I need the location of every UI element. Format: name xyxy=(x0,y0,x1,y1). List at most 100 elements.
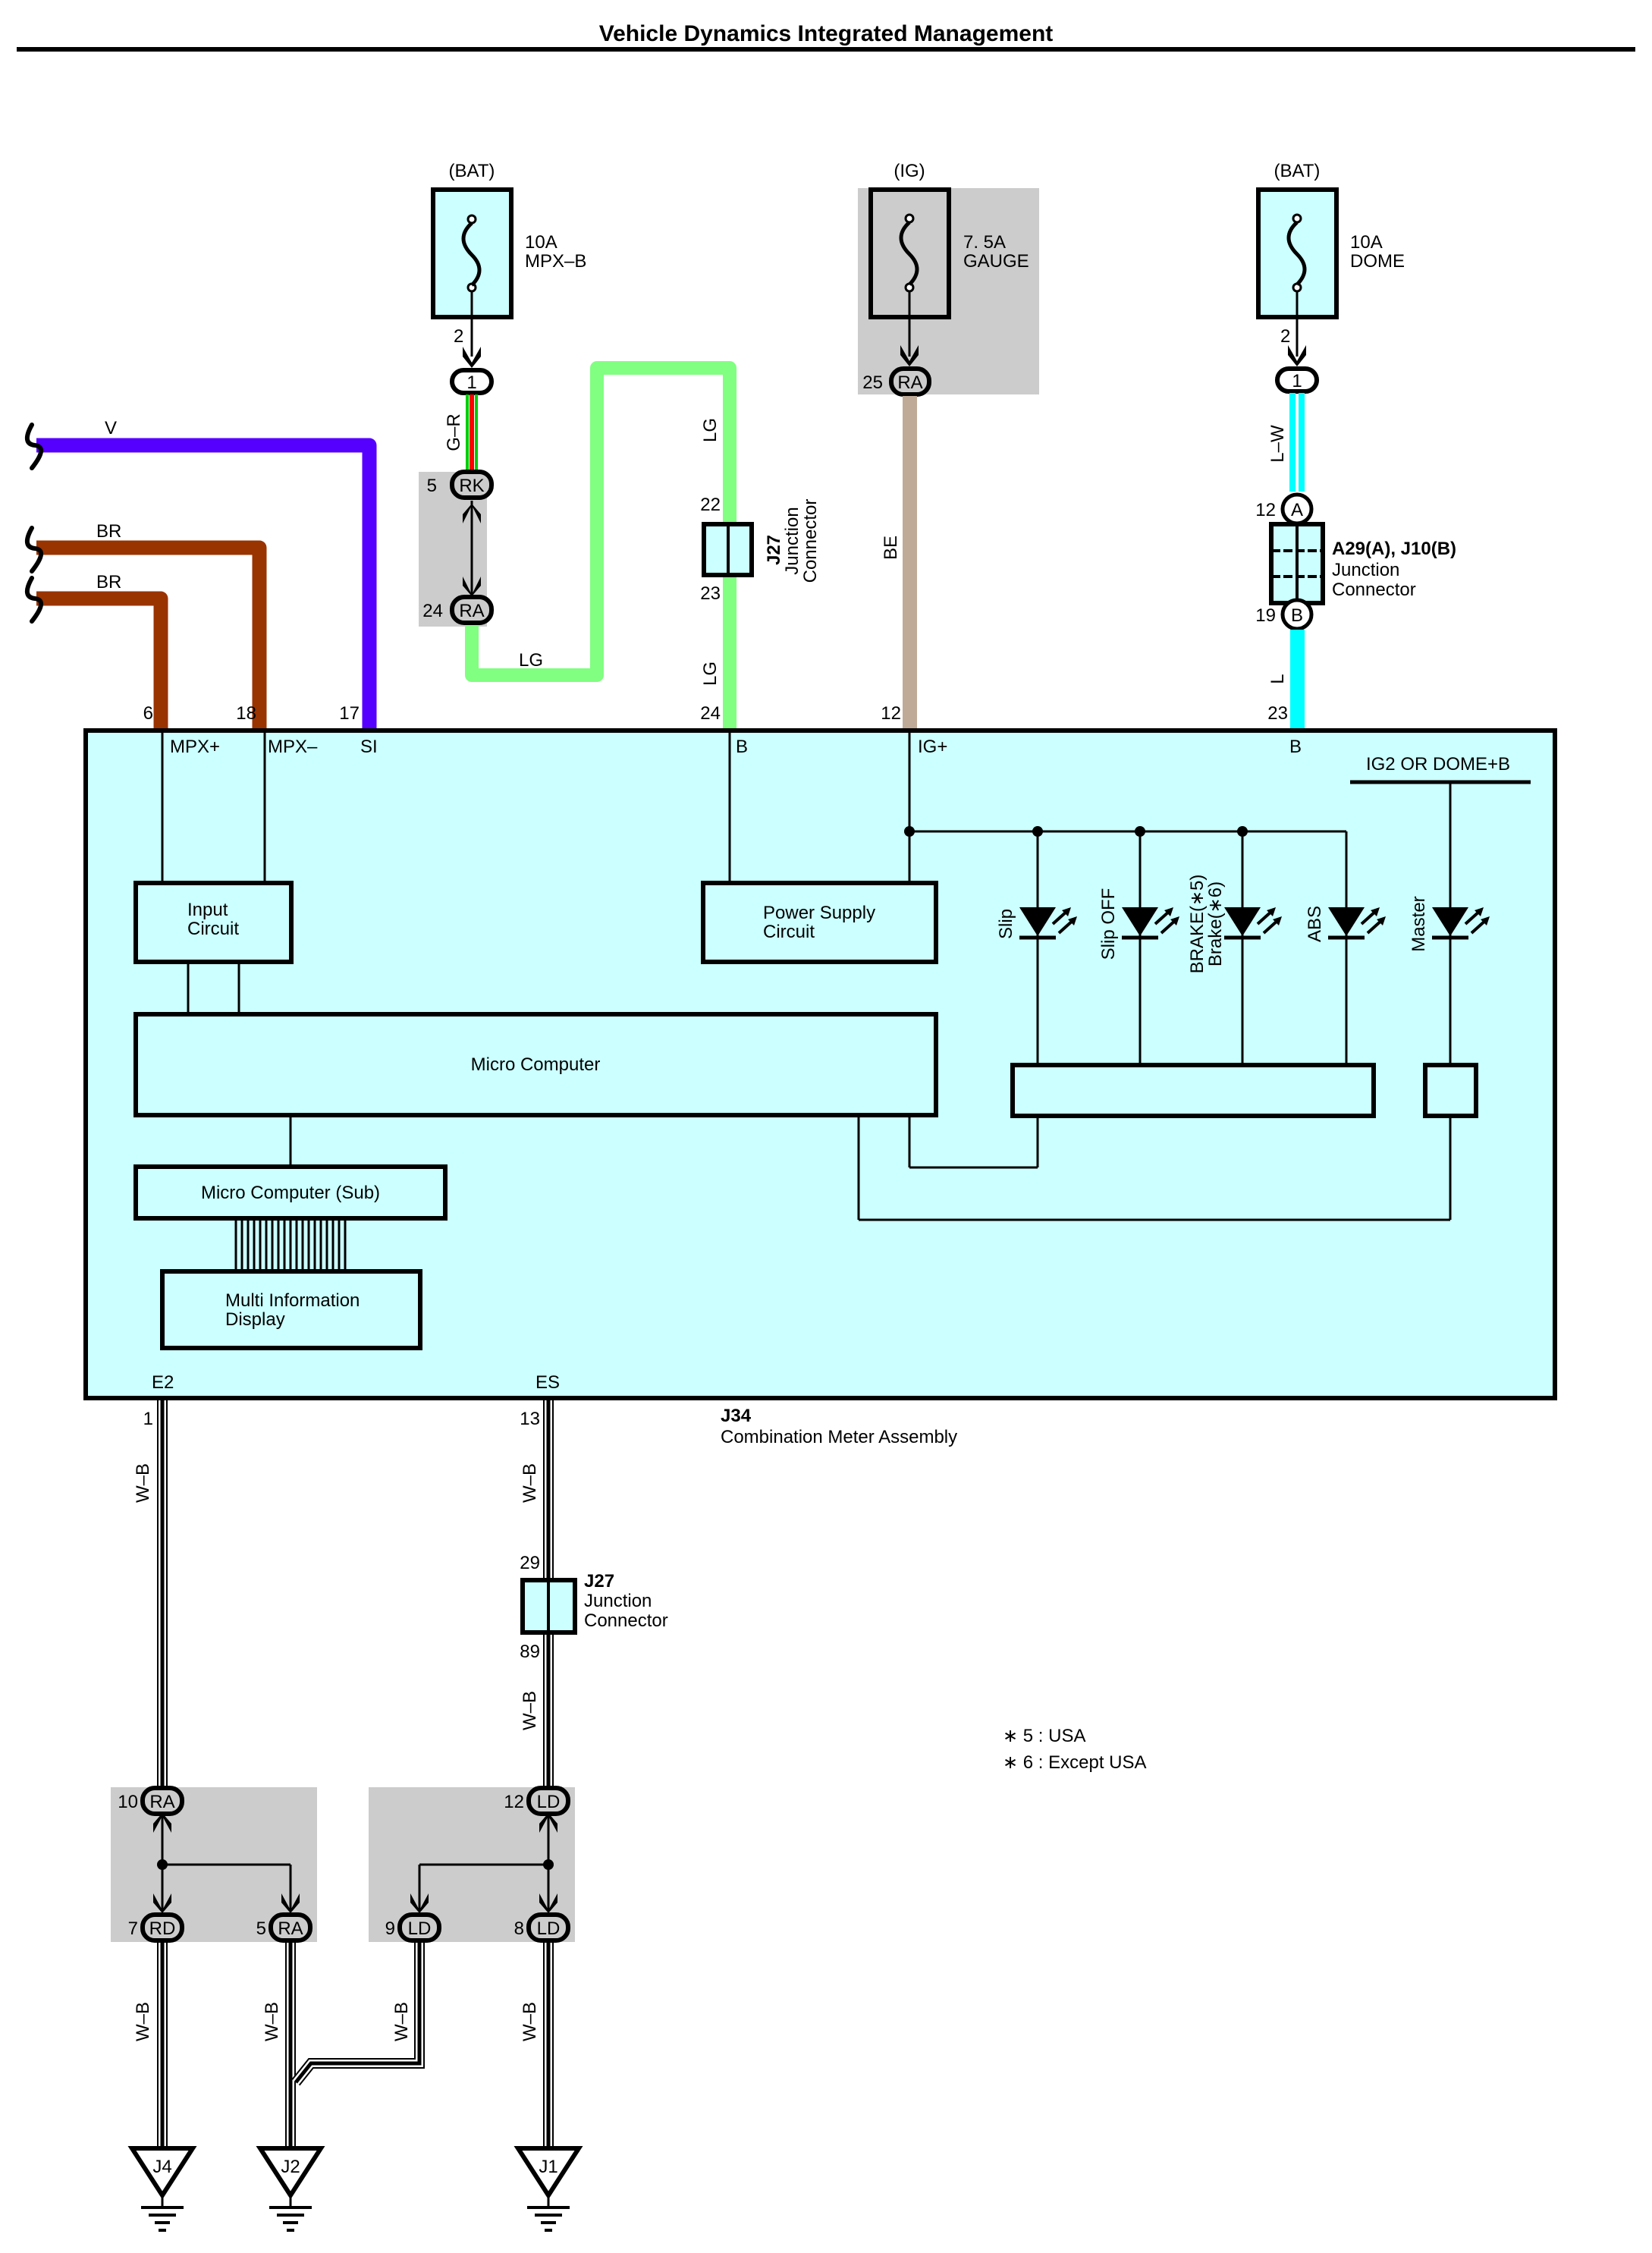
ground-j2: J2 xyxy=(256,2146,325,2232)
data-bus-lines xyxy=(234,1220,347,1271)
input-circuit-block xyxy=(133,881,294,964)
wire-be xyxy=(903,396,917,731)
connector-ra-25-label: RA xyxy=(897,372,922,393)
a29-j10-id: A29(A), J10(B) xyxy=(1332,539,1456,559)
meter-pin-24: 24 xyxy=(700,703,721,724)
meter-pin-1: 1 xyxy=(143,1409,153,1429)
connector-rd-7: RD 7 xyxy=(128,1912,184,1943)
wire-wb-label-4: W–B xyxy=(133,2002,153,2041)
j27-top-pin-out: 23 xyxy=(700,583,721,604)
power-supply-label-1: Power Supply xyxy=(763,903,875,923)
wire-l xyxy=(1290,630,1305,731)
power-supply-block xyxy=(701,881,938,964)
svg-text:RD: RD xyxy=(149,1918,176,1939)
light-emission-icon xyxy=(1256,907,1282,935)
svg-text:LD: LD xyxy=(537,1792,561,1812)
meter-pin-6: 6 xyxy=(143,703,153,724)
j27-junction-top xyxy=(702,522,754,577)
wire-br-label-1: BR xyxy=(96,521,121,542)
light-emission-icon xyxy=(1051,907,1077,935)
input-circuit-label-1: Input xyxy=(187,900,228,920)
fuse-gauge-rating: 7. 5A xyxy=(963,232,1006,253)
meter-pin-13: 13 xyxy=(520,1409,540,1429)
svg-text:LD: LD xyxy=(537,1918,561,1939)
svg-text:10: 10 xyxy=(118,1792,138,1812)
junction-dot xyxy=(157,1859,168,1870)
wire-lg xyxy=(465,361,736,731)
fuse-mpxb-name: MPX–B xyxy=(525,251,586,272)
fuse-gauge-source: (IG) xyxy=(894,161,925,181)
fuse-dome-pin: 2 xyxy=(1280,326,1290,347)
note-6: ∗ 6 : Except USA xyxy=(1003,1752,1147,1773)
fuse-mpxb-rating: 10A xyxy=(525,232,557,253)
connector-rk-pin: 5 xyxy=(427,476,437,496)
j27-top-pin-in: 22 xyxy=(700,495,721,515)
ground-symbol-icon xyxy=(269,2195,312,2232)
a29-j10-name1: Junction xyxy=(1332,560,1399,580)
j27-top-name1: Junction xyxy=(782,507,802,574)
arrow-down-icon xyxy=(539,1893,557,1913)
a29-j10-junction xyxy=(1269,522,1325,605)
wire-br-18 xyxy=(25,526,267,731)
meter-label-ig-plus: IG+ xyxy=(918,737,947,757)
a29-j10-name2: Connector xyxy=(1332,580,1416,600)
wire-l-w xyxy=(1289,393,1305,492)
wire-lg-label-upper: LG xyxy=(700,418,721,442)
fuse-mpxb-source: (BAT) xyxy=(449,161,495,181)
note-5: ∗ 5 : USA xyxy=(1003,1726,1085,1746)
connector-b-label: B xyxy=(1291,605,1303,626)
led-brake: BRAKE(∗5)Brake(∗6) xyxy=(1187,875,1282,973)
led-label: Slip xyxy=(996,909,1016,939)
connector-pill-1-label: 1 xyxy=(466,372,476,393)
wire-be-label: BE xyxy=(881,536,901,560)
ground-points: J4 J2 J1 xyxy=(127,2146,583,2232)
mid-label-2: Display xyxy=(225,1309,285,1330)
page-title: Vehicle Dynamics Integrated Management xyxy=(599,21,1054,46)
micro-computer-sub-block xyxy=(133,1164,448,1221)
svg-text:8: 8 xyxy=(514,1918,524,1939)
wire-wb-label-6: W–B xyxy=(391,2002,412,2041)
meter-name: Combination Meter Assembly xyxy=(721,1427,957,1447)
ground-wires xyxy=(157,1400,554,2148)
connector-ld-9: LD9 xyxy=(385,1912,441,1943)
j27-top-id: J27 xyxy=(764,535,784,565)
connector-pill-1 xyxy=(450,368,494,395)
meter-label-b: B xyxy=(736,737,748,757)
fuse-gauge-name: GAUGE xyxy=(963,251,1029,272)
j27-bottom-pin-out: 89 xyxy=(520,1642,540,1662)
light-emission-icon xyxy=(1464,907,1490,935)
j27-bottom-pin-in: 29 xyxy=(520,1553,540,1573)
title-rule xyxy=(17,47,1635,52)
meter-id: J34 xyxy=(721,1406,752,1426)
wire-v xyxy=(25,423,377,731)
connector-b xyxy=(1280,598,1314,631)
j27-bottom-name1: Junction xyxy=(584,1591,652,1611)
connector-pill-dome-label: 1 xyxy=(1292,371,1302,391)
svg-text:7: 7 xyxy=(128,1918,138,1939)
wire-l-label: L xyxy=(1267,674,1288,683)
ground-label: J1 xyxy=(539,2157,557,2177)
wire-wb-label-7: W–B xyxy=(520,2002,540,2041)
junction-dots xyxy=(904,826,1248,837)
j27-top-name2: Connector xyxy=(800,499,821,583)
connector-rk xyxy=(450,470,494,500)
fuse-dome-source: (BAT) xyxy=(1274,161,1321,181)
arrow-down-icon xyxy=(281,1893,300,1913)
junction-dot xyxy=(543,1859,554,1870)
connector-ra-24 xyxy=(450,595,494,625)
ground-label: J4 xyxy=(152,2157,171,2177)
wire-lg-label-lower: LG xyxy=(700,661,721,686)
connector-ra-24-pin: 24 xyxy=(422,601,443,621)
meter-pin-18: 18 xyxy=(236,703,256,724)
wire-wb-label-1: W–B xyxy=(133,1463,153,1503)
wire-br-6 xyxy=(25,576,168,731)
connector-ld-8: LD 8 xyxy=(514,1912,570,1943)
led-label: ABS xyxy=(1305,906,1325,942)
ground-symbol-icon xyxy=(527,2195,570,2232)
meter-label-es: ES xyxy=(535,1372,560,1393)
